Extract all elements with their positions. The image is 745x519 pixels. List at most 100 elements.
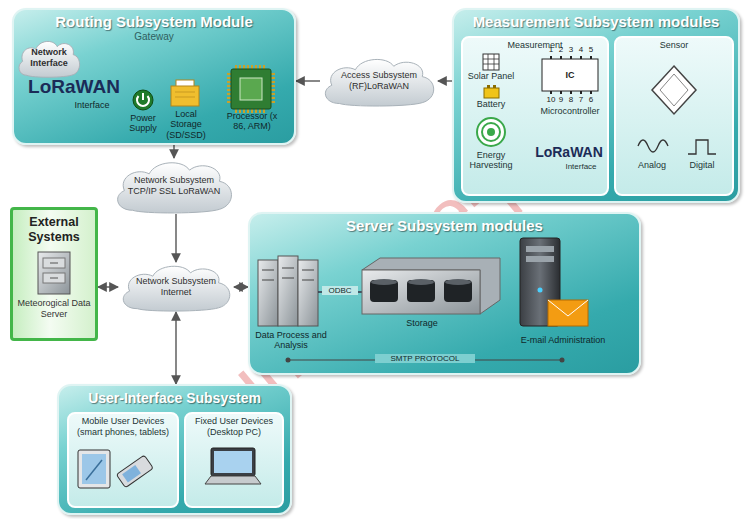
mail-server [538,288,543,293]
server-racks [258,260,278,326]
server-panel: Server Subsystem modules [248,212,641,375]
storage-array [444,280,472,302]
mail-server [526,246,554,252]
data-server-icon [43,258,65,268]
connector [296,80,320,81]
node-title: Measurement Subsystem modules [454,10,738,31]
node-title: Network Interface [28,47,70,69]
routing-panel: Routing Subsystem ModuleGatewayNetwork I… [12,8,296,145]
sensor-diamond [660,74,688,106]
mail-server [548,300,588,326]
module-box: Sensor [614,36,734,196]
power-icon [137,93,149,106]
digital-signal [688,140,716,154]
connector [173,145,174,158]
mobile-devices-icon [116,455,153,488]
server-racks [262,268,314,280]
processor-icon [240,78,262,100]
node-title: Mobile User Devices (smart phones, table… [69,414,177,438]
node-title: Network Subsystem TCP/IP SSL LoRaWAN [124,175,224,197]
storage-array [371,279,397,285]
network-cloud: Network Subsystem Internet [118,262,234,312]
storage-icon [171,80,199,106]
battery-icon [493,85,496,88]
processor-icon [229,67,273,111]
data-server-icon [43,273,65,283]
processor-icon [231,69,271,109]
connector [234,286,248,287]
device-box: Fixed User Devices (Desktop PC) [184,412,284,508]
network-cloud: Network Subsystem TCP/IP SSL LoRaWAN [112,158,236,214]
module-box: Measurement [461,36,609,196]
ui-panel: User-Interface SubsystemMobile User Devi… [57,384,292,515]
cloud-outline [19,41,80,77]
mail-server [526,256,554,262]
solar-panel-icon [483,54,499,70]
storage-array [362,270,480,314]
connector [98,286,118,287]
storage-array [370,280,398,302]
external-box: External SystemsMeteorogical Data Server [10,207,98,341]
laptop-icon [205,476,261,484]
energy-harvesting-icon [482,123,500,141]
mail-server [548,300,588,316]
cloud-outline [325,59,433,106]
server-racks [278,256,298,326]
storage-array [362,258,500,314]
data-server-icon [50,263,58,278]
analog-signal [638,140,668,152]
digital-signal [688,140,716,154]
analog-signal [638,140,668,152]
node-text: Meteorogical Data Server [13,298,95,320]
mobile-devices-icon [78,450,110,488]
node-title: External Systems [13,210,95,245]
laptop-icon [214,451,252,473]
node-title: User-Interface Subsystem [59,386,290,407]
cloud-outline [118,163,232,213]
processor-icon [229,67,273,111]
battery-icon [484,88,499,98]
smtp-link [288,359,562,360]
microcontroller-chip [542,56,598,94]
node-title: Sensor [616,38,732,51]
data-server-icon [38,252,70,294]
connector [175,312,176,384]
odbc-link [318,291,362,293]
power-icon [133,90,153,110]
solar-panel-icon [483,54,499,70]
laptop-icon [211,448,255,476]
mail-server [520,238,560,326]
storage-array [445,279,471,285]
network-cloud: Access Subsystem (RF)LoRaWAN [320,55,438,107]
node-title: Routing Subsystem Module [14,10,294,31]
server-racks [298,260,318,326]
node-title: Network Subsystem Internet [130,276,222,298]
power-icon [133,90,153,110]
connector [438,80,452,81]
mobile-devices-icon [78,450,153,488]
interface-cloud: Network Interface [16,38,82,78]
storage-array [407,280,435,302]
solar-panel-icon [483,54,499,70]
smtp-link [286,358,291,363]
storage-icon [175,92,195,97]
cloud-outline [123,266,229,311]
storage-array [408,279,434,285]
laptop-icon [205,448,261,484]
mobile-devices-icon [116,455,153,488]
smtp-link [560,358,565,363]
smtp-link [286,358,565,363]
mobile-devices-icon [82,454,106,484]
mobile-devices-icon [122,465,141,482]
storage-array [362,258,500,314]
node-title: Measurement [463,38,607,51]
data-server-icon [38,252,70,294]
sensor-diamond [652,66,696,114]
server-racks [258,256,318,326]
node-title: Fixed User Devices (Desktop PC) [186,414,282,438]
energy-harvesting-icon [477,118,505,146]
mobile-devices-icon [86,460,102,480]
mail-server [520,238,588,326]
node-title: Access Subsystem (RF)LoRaWAN [332,70,426,92]
storage-icon [176,80,194,89]
